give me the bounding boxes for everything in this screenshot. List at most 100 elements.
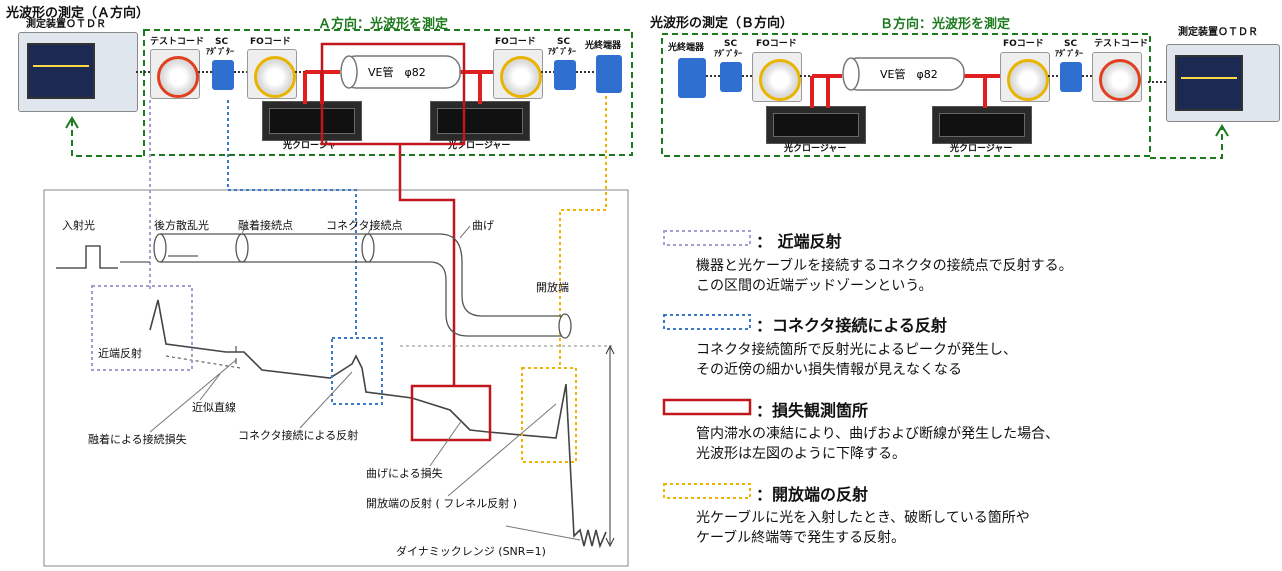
red-fiber-b-right — [962, 74, 1000, 108]
panel-a-title: 光波形の測定（Ａ方向） — [6, 6, 150, 21]
red-fiber-a-right — [460, 70, 493, 104]
legend-open-end-line2: ケーブル終端等で発生する反射。 — [696, 530, 906, 546]
panel-a-return-line — [71, 120, 144, 157]
closure-a2 — [430, 101, 530, 141]
open-end-link — [559, 96, 607, 368]
closure-label-b2: 光クロージャー — [950, 144, 1013, 154]
panel-b-title: 光波形の測定（Ｂ方向） — [650, 16, 794, 31]
closure-b1 — [766, 106, 866, 144]
connector-joint-ring — [361, 233, 375, 263]
optical-terminator-a — [596, 55, 622, 93]
legend-loss-line1: 管内滞水の凍結により、曲げおよび断線が発生した場合、 — [696, 426, 1060, 442]
open-end-box — [521, 367, 577, 463]
connector-reflection-label: コネクタ接続による反射 — [238, 429, 359, 442]
approx-line — [165, 355, 241, 369]
approx-line-label: 近似直線 — [192, 401, 236, 414]
sc-label-b2: SC — [1064, 39, 1078, 49]
incident-light-label: 入射光 — [62, 219, 95, 232]
red-fiber-b-left — [810, 74, 842, 108]
near-end-reflection-label: 近端反射 — [98, 347, 142, 360]
test-cord-label-a: テストコード — [150, 37, 205, 47]
legend-connector-line1: コネクタ接続箇所で反射光によるピークが発生し、 — [696, 342, 1018, 358]
sc-adapter-a — [212, 60, 234, 90]
test-cord-reel-b — [1092, 52, 1142, 102]
legend-near-end-line2: この区間の近端デッドゾーンという。 — [696, 278, 933, 294]
adapter-label-a: ｱﾀﾞﾌﾟﾀｰ — [206, 47, 234, 56]
legend-near-end-title: ： 近端反射 — [756, 232, 842, 251]
fo-cord-reel-b2 — [1000, 52, 1050, 102]
legend-loss-title: ：損失観測箇所 — [756, 401, 869, 420]
fo-cord-label-a2: FOコード — [495, 37, 536, 47]
legend-swatch-connector — [663, 314, 751, 330]
fusion-loss-label: 融着による接続損失 — [88, 433, 187, 446]
legend-near-end-line1: 機器と光ケーブルを接続するコネクタの接続点で反射する。 — [696, 258, 1073, 274]
panel-b-return-line — [1150, 128, 1223, 159]
panel-b-device-label: 測定装置ＯＴＤＲ — [1178, 27, 1258, 38]
dotted-links-b — [706, 75, 1166, 83]
ve-pipe-label-b: VE管 φ82 — [880, 67, 938, 81]
closure-a1 — [262, 101, 362, 141]
connector-point-label: コネクタ接続点 — [326, 219, 403, 232]
connector-link — [227, 100, 357, 338]
dynamic-range-arrows — [605, 344, 615, 548]
legend-connector-line2: その近傍の細かい損失情報が見えなくなる — [696, 362, 962, 378]
fiber-start-face — [153, 233, 167, 263]
panel-a-return-arrow — [65, 116, 79, 129]
fiber-open-end — [558, 313, 572, 339]
legend-swatch-loss — [662, 398, 752, 416]
legend-swatch-open-end — [663, 483, 751, 499]
panel-b-return-arrow — [1215, 124, 1229, 137]
fiber-bottom-edge — [160, 261, 566, 337]
open-end-label: 開放端 — [536, 281, 569, 294]
otdr-device-a — [18, 32, 138, 112]
fresnel-label: 開放端の反射 ( フレネル反射 ) — [366, 497, 518, 510]
sc-adapter-a2 — [554, 60, 576, 90]
sc-adapter-b — [720, 62, 742, 92]
adapter-label-b: ｱﾀﾞﾌﾟﾀｰ — [714, 49, 742, 58]
panel-a-device-label: 測定装置ＯＴＤＲ — [26, 19, 106, 30]
adapter-label-a2: ｱﾀﾞﾌﾟﾀｰ — [548, 47, 576, 56]
legend-connector-title: ：コネクタ接続による反射 — [756, 316, 947, 335]
fo-cord-reel-a2 — [493, 49, 543, 99]
test-cord-label-b: テストコード — [1094, 39, 1149, 49]
loss-box — [410, 384, 492, 442]
closure-b2 — [932, 106, 1032, 144]
sc-label-b: SC — [724, 39, 738, 49]
waveform-panel-frame — [43, 189, 629, 567]
fo-cord-label-a: FOコード — [250, 37, 291, 47]
panel-b-frame — [661, 33, 1151, 157]
near-end-box — [91, 285, 193, 371]
otdr-device-b — [1166, 44, 1280, 122]
terminator-label-b: 光終端器 — [668, 43, 705, 53]
legend-swatch-near-end — [663, 230, 751, 246]
dynamic-range-label: ダイナミックレンジ (SNR=1) — [396, 545, 546, 558]
panel-a-direction-label: Ａ方向：光波形を測定 — [318, 17, 449, 32]
panel-a-frame — [143, 29, 633, 156]
legend-loss-line2: 光波形は左図のように下降する。 — [696, 446, 906, 462]
ve-pipe-label-a: VE管 φ82 — [368, 65, 426, 79]
legend-open-end-title: ：開放端の反射 — [756, 485, 869, 504]
otdr-waveform — [149, 299, 607, 549]
fo-cord-label-b2: FOコード — [1003, 39, 1044, 49]
bend-loss-label: 曲げによる損失 — [366, 467, 443, 480]
incident-pulse — [56, 245, 118, 269]
sc-label-a2: SC — [557, 37, 571, 47]
adapter-label-b2: ｱﾀﾞﾌﾟﾀｰ — [1055, 49, 1083, 58]
fo-cord-reel-b — [752, 52, 802, 102]
loss-link — [398, 144, 456, 386]
fo-cord-label-b: FOコード — [756, 39, 797, 49]
fusion-joint-ring — [235, 233, 249, 263]
backscatter-label: 後方散乱光 — [154, 219, 209, 232]
panel-b-direction-label: Ｂ方向：光波形を測定 — [880, 17, 1011, 32]
fusion-point-label: 融着接続点 — [238, 219, 293, 232]
fo-cord-reel-a — [247, 49, 297, 99]
loss-observation-box-a — [320, 42, 466, 146]
connector-box — [331, 337, 383, 405]
sc-adapter-b2 — [1060, 62, 1082, 92]
closure-label-a1: 光クロージャー — [283, 141, 346, 151]
sc-label-a: SC — [215, 37, 229, 47]
bend-label: 曲げ — [472, 219, 494, 232]
legend-open-end-line1: 光ケーブルに光を入射したとき、破断している箇所や — [696, 510, 1030, 526]
closure-label-a2: 光クロージャー — [448, 141, 511, 151]
